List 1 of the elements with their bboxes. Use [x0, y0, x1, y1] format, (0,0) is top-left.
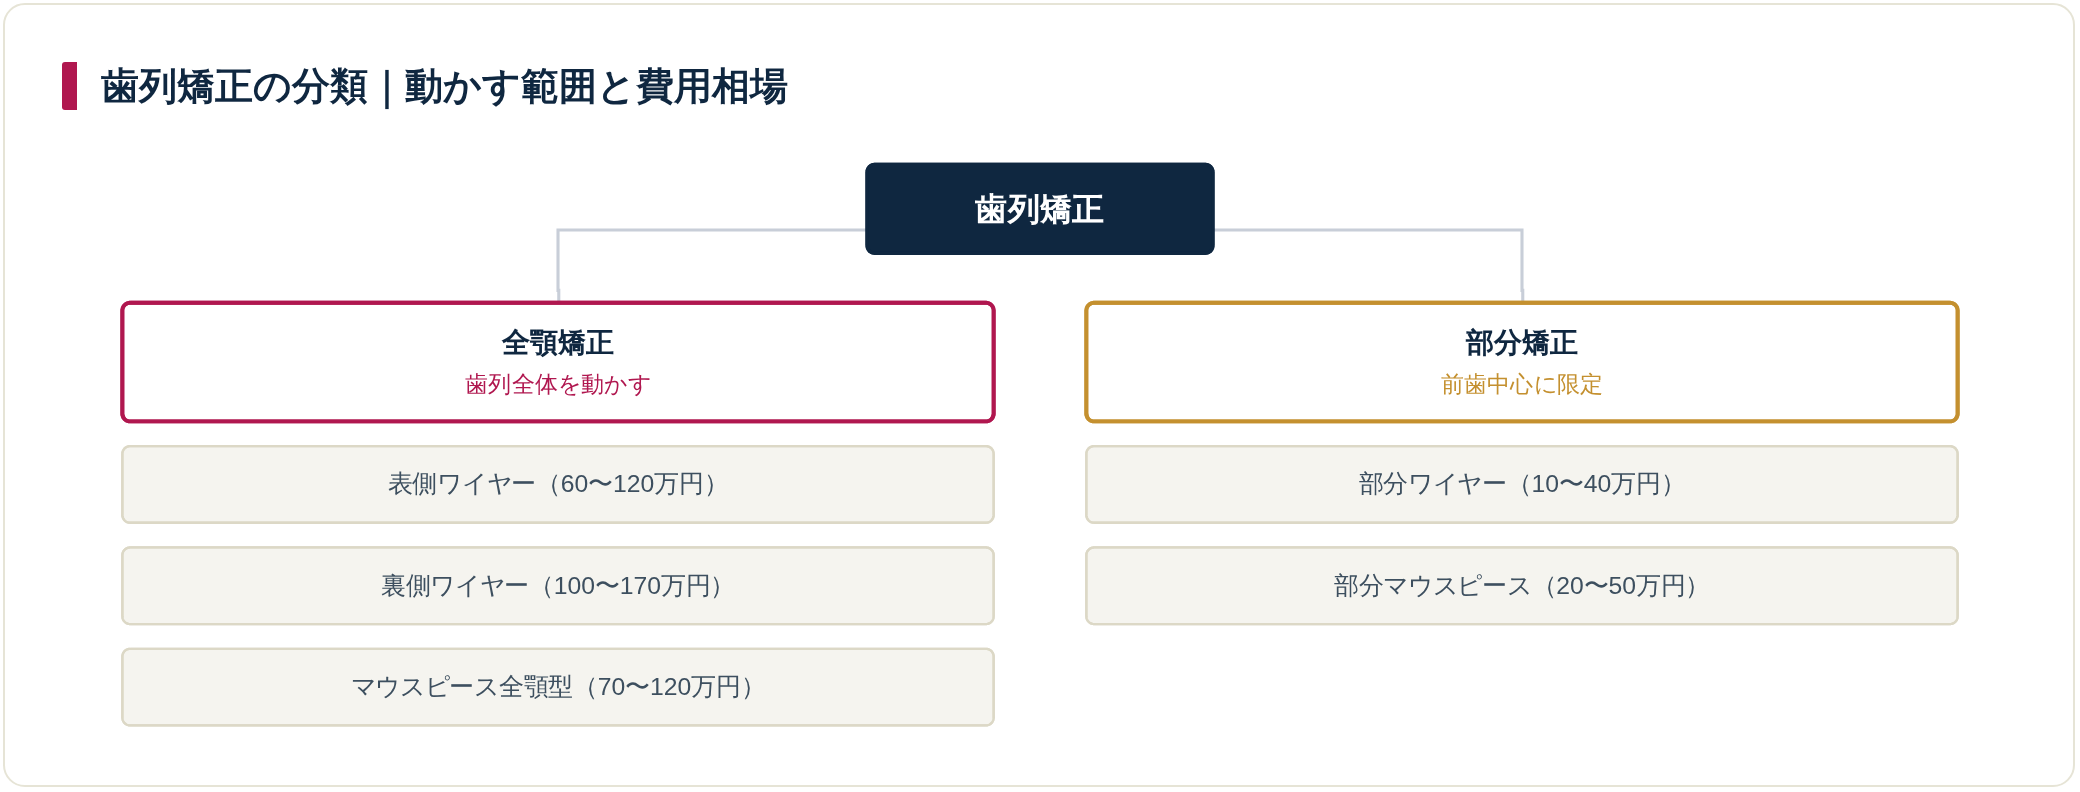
diagram-title: 歯列矯正の分類｜動かす範囲と費用相場: [62, 62, 788, 110]
